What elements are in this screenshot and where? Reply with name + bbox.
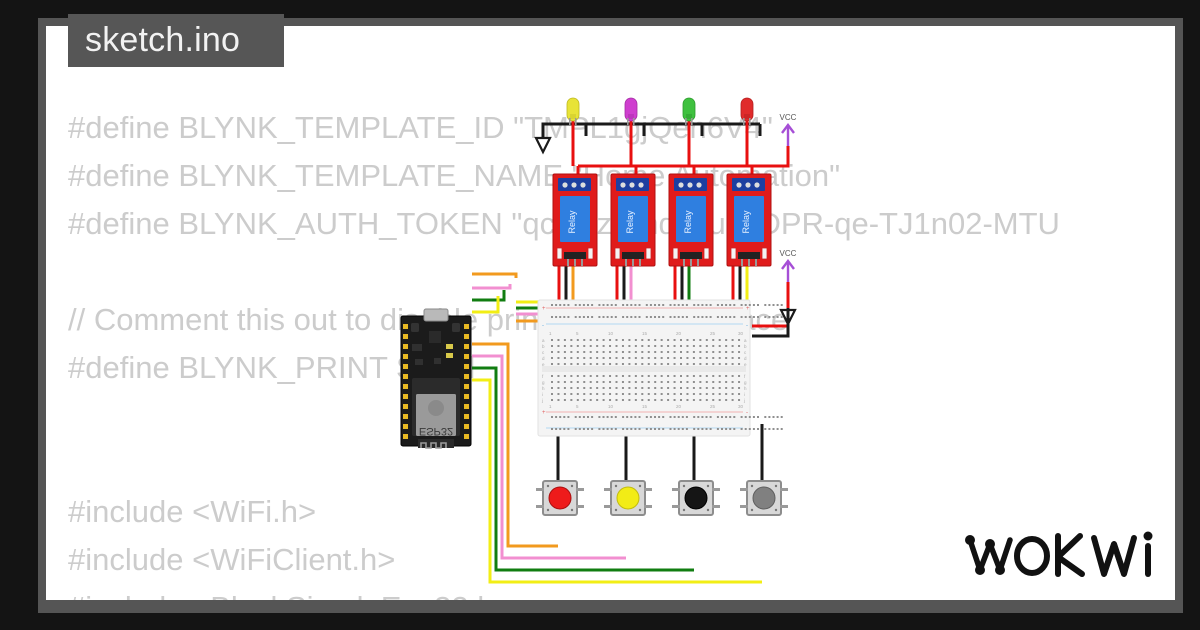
esp32-pin-header-right bbox=[464, 324, 469, 439]
svg-text:h: h bbox=[542, 386, 545, 391]
code-line: #include <WiFi.h> bbox=[68, 494, 317, 529]
svg-text:h: h bbox=[744, 386, 747, 391]
vcc-label: VCC bbox=[780, 113, 797, 122]
svg-text:20: 20 bbox=[676, 331, 682, 336]
code-line: #define BLYNK_AUTH_TOKEN "qcdlnzRindavus… bbox=[68, 206, 1060, 241]
pushbutton-gray[interactable] bbox=[740, 480, 788, 516]
svg-text:a: a bbox=[542, 338, 545, 343]
svg-text:g: g bbox=[542, 380, 545, 385]
pushbutton-red[interactable] bbox=[536, 480, 584, 516]
svg-text:c: c bbox=[542, 350, 545, 355]
svg-text:i: i bbox=[744, 392, 745, 397]
relay-label: Relay bbox=[741, 210, 751, 234]
relay-label: Relay bbox=[625, 210, 635, 234]
svg-text:e: e bbox=[542, 362, 545, 367]
pushbutton-black[interactable] bbox=[672, 480, 720, 516]
svg-text:20: 20 bbox=[676, 404, 682, 409]
gnd-symbol-breadboard bbox=[779, 308, 797, 327]
vcc-label: VCC bbox=[780, 249, 797, 258]
breadboard-hole-grid bbox=[551, 304, 783, 430]
svg-text:c: c bbox=[744, 350, 747, 355]
svg-text:d: d bbox=[744, 356, 747, 361]
code-line: #define BLYNK_TEMPLATE_ID "TMPL1gjQen6V4… bbox=[68, 110, 773, 145]
led-red[interactable] bbox=[740, 97, 754, 125]
svg-text:15: 15 bbox=[642, 331, 648, 336]
led-yellow[interactable] bbox=[566, 97, 580, 125]
svg-text:d: d bbox=[542, 356, 545, 361]
svg-text:5: 5 bbox=[576, 331, 579, 336]
svg-text:b: b bbox=[744, 344, 747, 349]
rail-minus-label: - bbox=[542, 323, 544, 329]
circuit-diagram[interactable]: VCC VCC bbox=[46, 26, 1175, 600]
svg-text:j: j bbox=[743, 398, 745, 403]
relay-module-3[interactable]: Relay bbox=[668, 173, 714, 267]
pushbutton-yellow[interactable] bbox=[604, 480, 652, 516]
relay-module-2[interactable]: Relay bbox=[610, 173, 656, 267]
code-line: #include <WiFiClient.h> bbox=[68, 542, 396, 577]
svg-text:10: 10 bbox=[608, 331, 614, 336]
rail-minus-label: - bbox=[746, 323, 748, 329]
file-tab-label: sketch.ino bbox=[85, 21, 241, 59]
wire-group-power-leds bbox=[571, 118, 749, 166]
rail-plus-label: + bbox=[542, 410, 546, 416]
led-magenta[interactable] bbox=[624, 97, 638, 125]
svg-text:30: 30 bbox=[738, 404, 744, 409]
vcc-symbol-breadboard: VCC bbox=[780, 249, 797, 282]
file-tab-sketch-ino[interactable]: sketch.ino bbox=[68, 14, 284, 67]
gnd-symbol-relays bbox=[534, 136, 552, 155]
led-green[interactable] bbox=[682, 97, 696, 125]
rail-plus-label: + bbox=[542, 306, 546, 312]
code-line: #include <BlynkSimpleEsp32.h> bbox=[68, 584, 513, 600]
vcc-symbol-relays: VCC bbox=[780, 113, 797, 146]
svg-text:f: f bbox=[744, 374, 746, 379]
relay-label: Relay bbox=[683, 210, 693, 234]
rail-plus-label: + bbox=[746, 306, 750, 312]
svg-text:b: b bbox=[542, 344, 545, 349]
esp32-devkit[interactable]: ESP32 bbox=[400, 308, 472, 449]
svg-text:30: 30 bbox=[738, 331, 744, 336]
svg-text:25: 25 bbox=[710, 404, 716, 409]
svg-text:f: f bbox=[542, 374, 544, 379]
svg-text:1: 1 bbox=[549, 331, 552, 336]
svg-text:10: 10 bbox=[608, 404, 614, 409]
wire-relay-vcc-bus bbox=[576, 146, 790, 176]
svg-text:i: i bbox=[542, 392, 543, 397]
wire-group-esp32-right bbox=[472, 272, 518, 314]
svg-text:1: 1 bbox=[549, 404, 552, 409]
svg-text:5: 5 bbox=[576, 404, 579, 409]
svg-text:a: a bbox=[744, 338, 747, 343]
relay-label: Relay bbox=[567, 210, 577, 234]
wokwi-diagram-canvas[interactable]: #define BLYNK_TEMPLATE_ID "TMPL1gjQen6V4… bbox=[46, 26, 1175, 600]
wire-group-esp32-to-buttons bbox=[472, 342, 762, 584]
wire-group-ground-leds bbox=[541, 122, 762, 139]
svg-text:g: g bbox=[744, 380, 747, 385]
esp32-shield-label: ESP32 bbox=[419, 425, 453, 437]
svg-text:e: e bbox=[744, 362, 747, 367]
svg-text:25: 25 bbox=[710, 331, 716, 336]
wokwi-logo: WOKWI bbox=[965, 531, 1153, 577]
esp32-pin-header-left bbox=[403, 324, 408, 439]
svg-text:j: j bbox=[541, 398, 543, 403]
relay-module-4[interactable]: Relay bbox=[726, 173, 772, 267]
svg-text:15: 15 bbox=[642, 404, 648, 409]
rail-plus-label: - bbox=[746, 410, 748, 416]
relay-module-1[interactable]: Relay bbox=[552, 173, 598, 267]
